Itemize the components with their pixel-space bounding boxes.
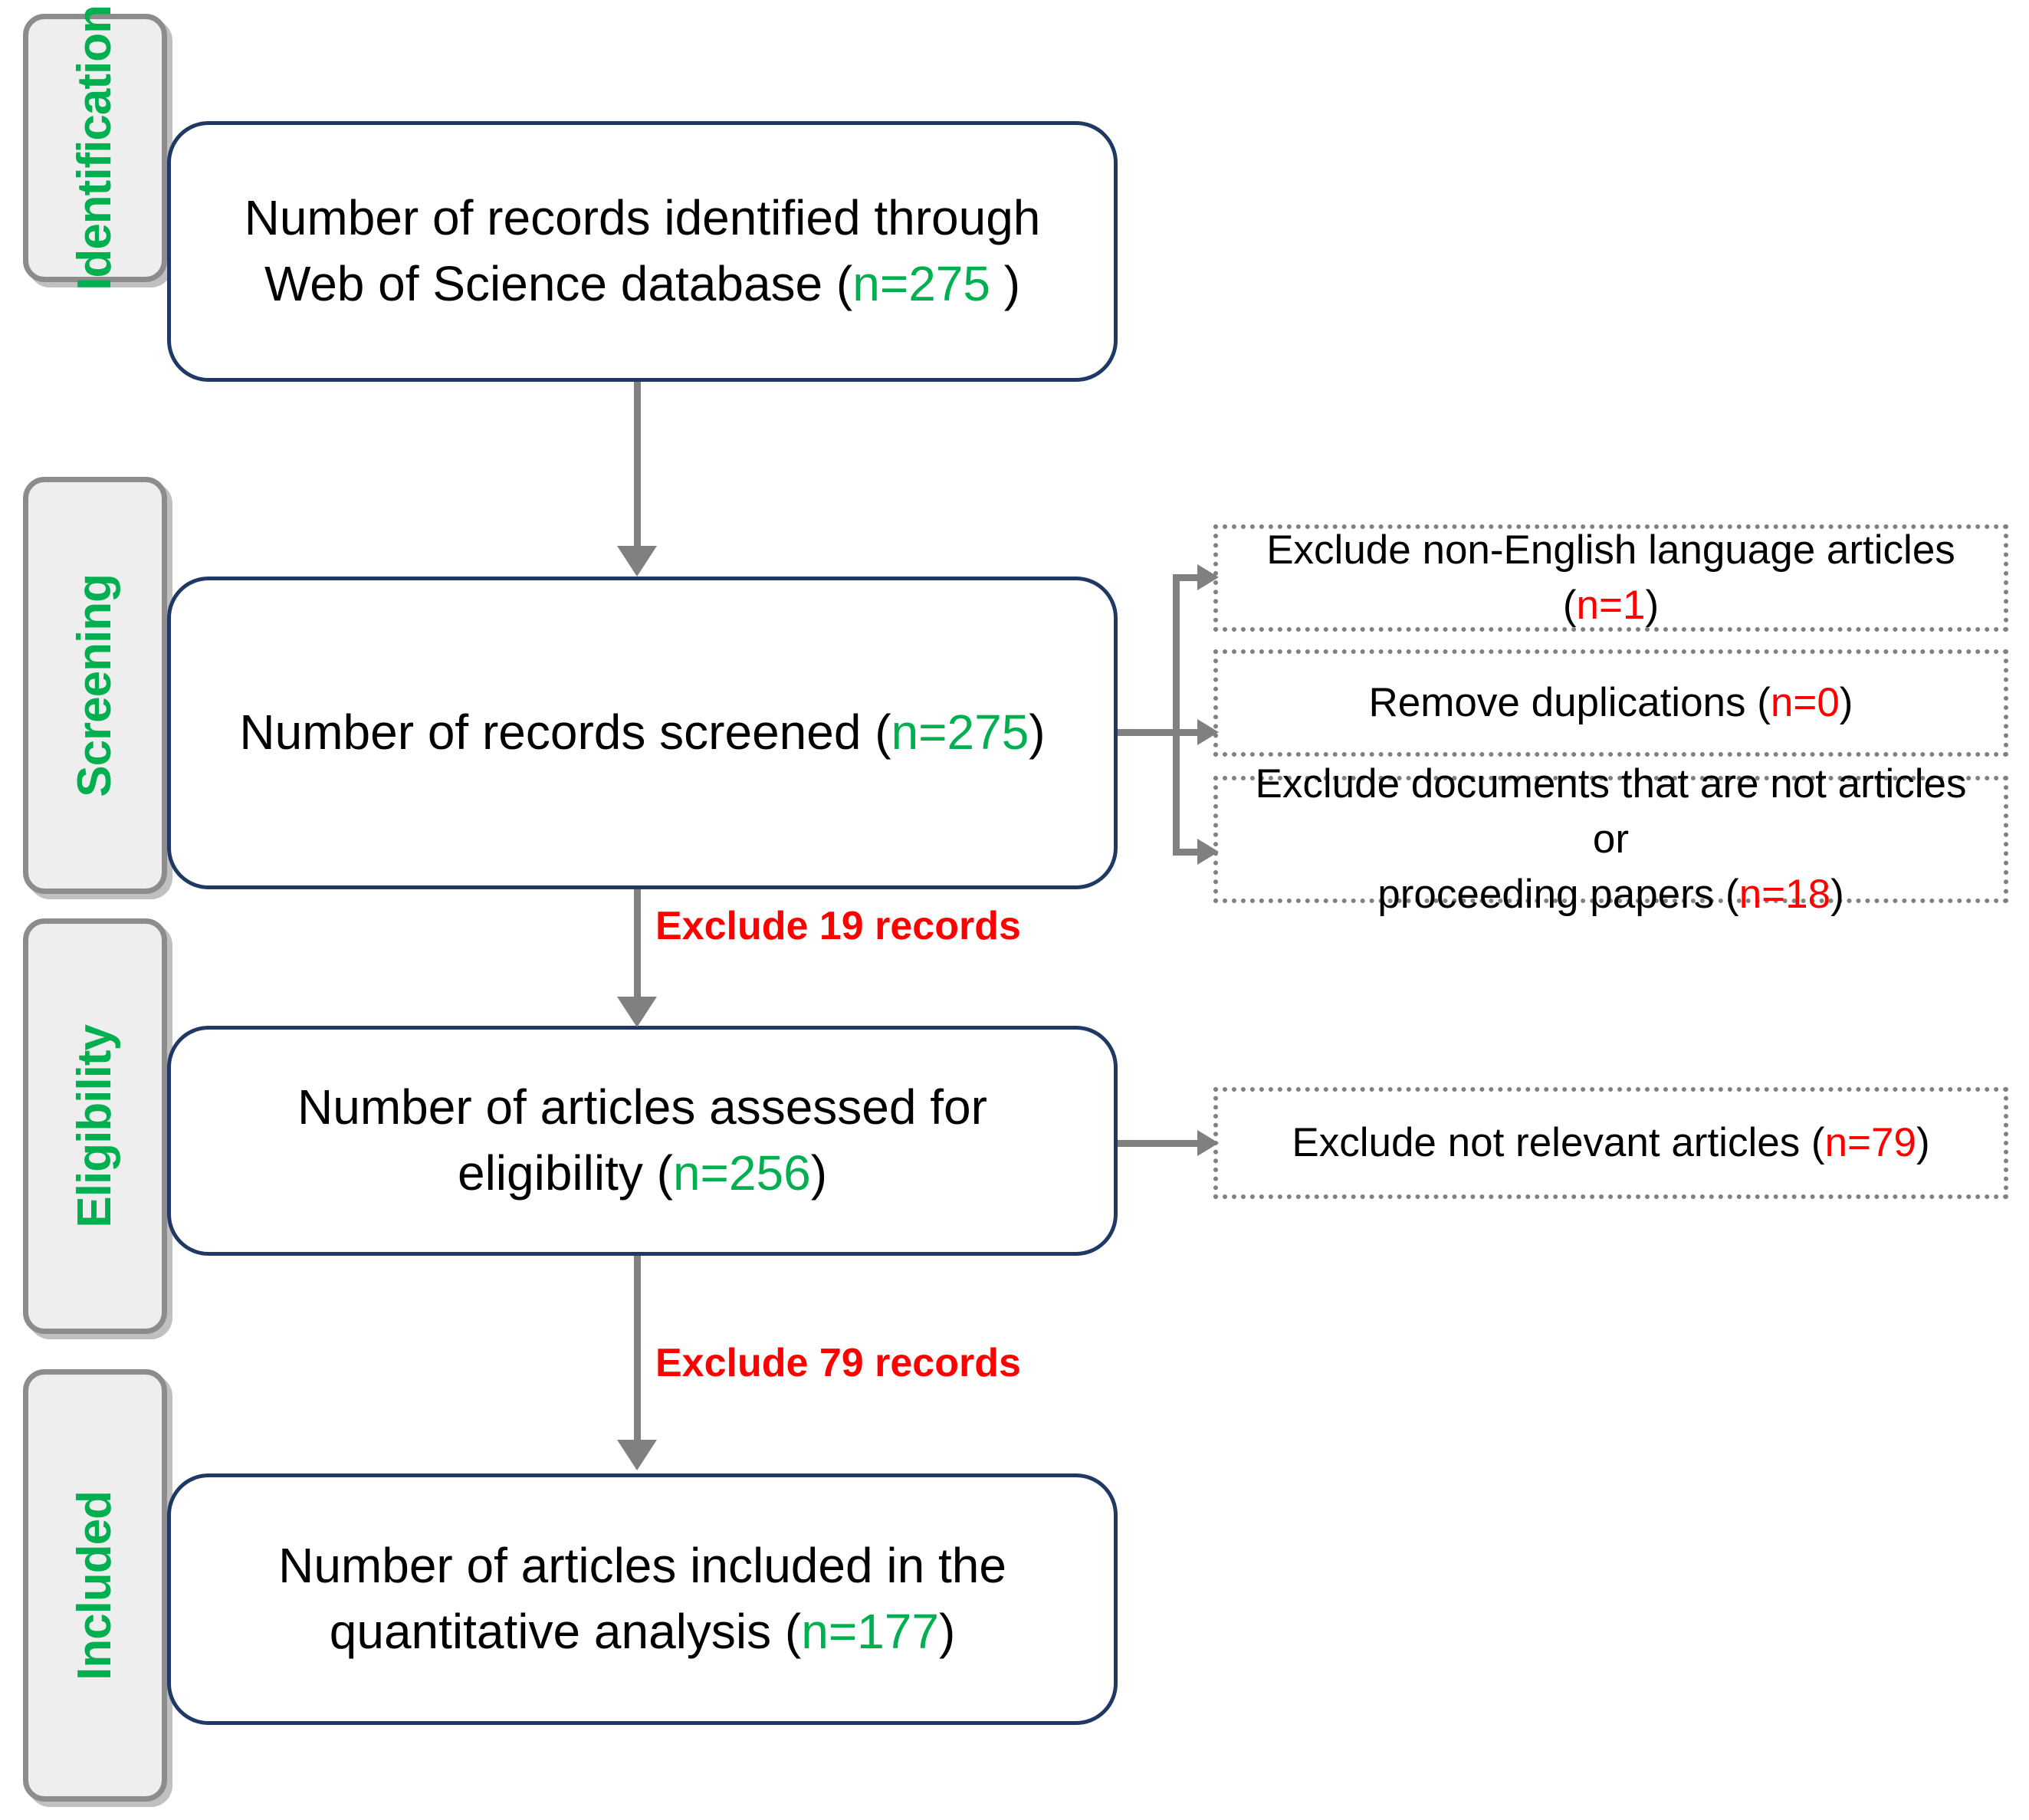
main-box-included-line2-post: ) — [938, 1604, 956, 1659]
main-box-screening-count: n=275 — [891, 705, 1029, 761]
flow-caption-exclude-19: Exclude 19 records — [655, 904, 1021, 948]
main-box-eligibility-text: Number of articles assessed for eligibil… — [271, 1075, 1013, 1207]
main-box-identification-count: n=275 — [852, 256, 990, 311]
arrow-eligibility-to-included — [617, 1440, 657, 1470]
exclusion-box-duplications-post: ) — [1839, 679, 1853, 725]
main-box-identification-text: Number of records identified through Web… — [218, 186, 1067, 317]
arrow-to-exclusion-not-relevant — [1197, 1130, 1219, 1156]
exclusion-box-non-english-text: Exclude non-English language articles (n… — [1218, 523, 2004, 633]
stage-label-included: Included — [68, 1490, 121, 1680]
stage-label-eligibility: Eligibility — [68, 1024, 121, 1228]
exclusion-box-non-articles-text: Exclude documents that are not articles … — [1218, 757, 2004, 922]
flow-caption-exclude-79: Exclude 79 records — [655, 1341, 1021, 1385]
main-box-eligibility-line1: Number of articles assessed for — [297, 1079, 987, 1135]
stage-box-screening: Screening — [23, 477, 167, 894]
exclusion-box-non-english-pre: Exclude non-English language articles ( — [1266, 527, 1955, 628]
connector-branch-to-non-articles — [1173, 849, 1202, 856]
main-box-screening-line2-post: ) — [1029, 705, 1046, 761]
main-box-included-text: Number of articles included in the quant… — [252, 1533, 1033, 1665]
connector-line-identification-to-screening — [634, 382, 641, 550]
exclusion-box-non-english-count: n=1 — [1576, 583, 1646, 628]
arrow-identification-to-screening — [617, 546, 657, 577]
main-box-eligibility-count: n=256 — [672, 1145, 811, 1201]
arrow-to-exclusion-non-articles — [1197, 839, 1219, 865]
exclusion-box-duplications: Remove duplications (n=0) — [1213, 649, 2008, 757]
main-box-identification: Number of records identified through Web… — [167, 121, 1118, 382]
main-box-identification-line2-post: ) — [990, 256, 1021, 311]
connector-branch-to-duplications — [1173, 729, 1202, 736]
arrow-to-exclusion-non-english — [1197, 564, 1219, 590]
main-box-screening-line2-pre: Number of records screened ( — [239, 705, 891, 761]
exclusion-box-non-articles: Exclude documents that are not articles … — [1213, 761, 2008, 917]
connector-line-eligibility-to-included — [634, 1256, 641, 1446]
connector-eligibility-to-not-relevant — [1118, 1140, 1203, 1147]
stage-label-screening: Screening — [68, 573, 121, 797]
connector-screening-branch-stem — [1118, 729, 1179, 736]
exclusion-box-non-english-post: ) — [1645, 583, 1660, 628]
main-box-eligibility-line2-pre: eligibility ( — [457, 1145, 673, 1201]
stage-box-included: Included — [23, 1369, 167, 1802]
exclusion-box-not-relevant: Exclude not relevant articles (n=79) — [1213, 1087, 2008, 1199]
exclusion-box-not-relevant-pre: Exclude not relevant articles ( — [1292, 1119, 1825, 1165]
exclusion-box-duplications-text: Remove duplications (n=0) — [1352, 675, 1870, 731]
stage-box-identification: Identification — [23, 5, 167, 291]
main-box-included-line1: Number of articles included in the — [278, 1538, 1006, 1594]
connector-line-screening-to-eligibility — [634, 889, 641, 1003]
exclusion-box-duplications-count: n=0 — [1770, 679, 1840, 725]
main-box-screening: Number of records screened (n=275) — [167, 577, 1118, 889]
main-box-included-count: n=177 — [801, 1604, 939, 1659]
main-box-included: Number of articles included in the quant… — [167, 1473, 1118, 1725]
main-box-identification-line1: Number of records identified through — [244, 190, 1041, 246]
exclusion-box-not-relevant-count: n=79 — [1824, 1119, 1916, 1165]
main-box-eligibility: Number of articles assessed for eligibil… — [167, 1026, 1118, 1256]
exclusion-box-non-articles-count: n=18 — [1738, 872, 1831, 918]
arrow-screening-to-eligibility — [617, 997, 657, 1027]
arrow-to-exclusion-duplications — [1197, 719, 1219, 745]
main-box-eligibility-line2-post: ) — [810, 1145, 828, 1201]
exclusion-box-non-articles-pre: proceeding papers ( — [1377, 872, 1739, 918]
connector-branch-to-non-english — [1173, 574, 1202, 581]
main-box-screening-text: Number of records screened (n=275) — [213, 700, 1071, 766]
exclusion-box-not-relevant-text: Exclude not relevant articles (n=79) — [1275, 1115, 1946, 1171]
exclusion-box-duplications-pre: Remove duplications ( — [1368, 679, 1771, 725]
exclusion-box-non-english: Exclude non-English language articles (n… — [1213, 524, 2008, 632]
main-box-identification-line2-pre: Web of Science database ( — [264, 256, 853, 311]
connector-screening-branch-trunk — [1173, 574, 1180, 856]
stage-label-identification: Identification — [68, 5, 121, 291]
exclusion-box-non-articles-line1: Exclude documents that are not articles … — [1255, 761, 1967, 862]
main-box-included-line2-pre: quantitative analysis ( — [329, 1604, 802, 1659]
stage-box-eligibility: Eligibility — [23, 918, 167, 1334]
exclusion-box-not-relevant-post: ) — [1916, 1119, 1930, 1165]
exclusion-box-non-articles-post: ) — [1830, 872, 1844, 918]
